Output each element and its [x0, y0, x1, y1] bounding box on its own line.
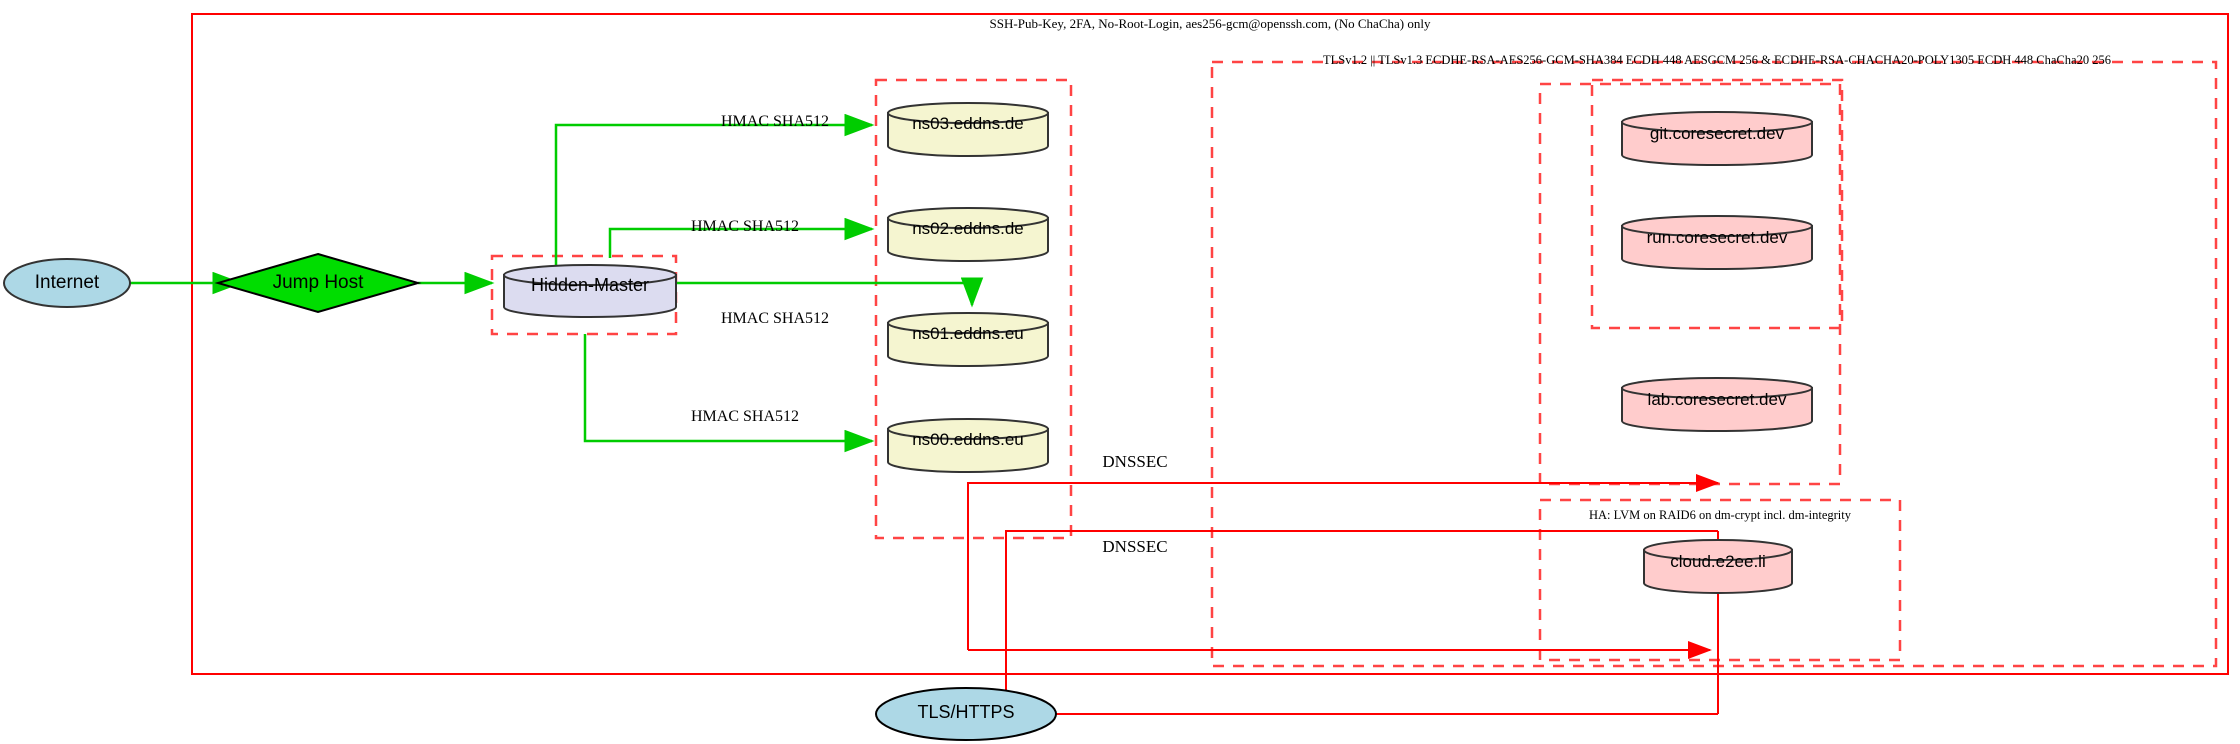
ha-cluster-label: HA: LVM on RAID6 on dm-crypt incl. dm-in… [1588, 508, 1851, 522]
ha-cluster-box [1538, 498, 1902, 662]
node-internet-label: Internet [34, 272, 100, 293]
node-ns03-label: ns03.eddns.de [912, 114, 1024, 133]
node-run-coresecret[interactable] [1621, 215, 1813, 270]
node-jump-host-label: Jump Host [272, 272, 364, 293]
node-hidden-master-label: Hidden-Master [530, 275, 650, 295]
edge-hm-ns02 [608, 217, 875, 258]
node-lab-coresecret-label: lab.coresecret.dev [1647, 390, 1787, 409]
node-ns02-label: ns02.eddns.de [912, 219, 1024, 238]
node-tls-https[interactable] [875, 687, 1057, 741]
node-git-coresecret[interactable] [1621, 111, 1813, 166]
edge-dnssec-2 [1005, 530, 1718, 532]
node-hidden-master[interactable] [503, 264, 677, 318]
edge-hm-ns01 [672, 277, 984, 308]
node-ns01[interactable] [887, 312, 1049, 367]
edge-hm-ns03 [554, 113, 875, 275]
node-cloud-e2ee-label: cloud.e2ee.li [1670, 552, 1766, 571]
edge-dnssec-1 [967, 482, 1710, 484]
tls-cluster-label: TLSv1.2 || TLSv1.3 ECDHE-RSA-AES256-GCM-… [1323, 53, 2111, 67]
edge-hm-ns00 [583, 334, 875, 453]
node-tls-https-label: TLS/HTTPS [917, 702, 1015, 722]
node-ns00[interactable] [887, 418, 1049, 473]
ssh-boundary-box [191, 13, 2229, 675]
node-ns03[interactable] [887, 102, 1049, 157]
node-internet[interactable] [3, 258, 131, 308]
tls-cluster-box [1210, 60, 2218, 668]
node-run-coresecret-label: run.coresecret.dev [1646, 228, 1788, 247]
dns-cluster-box [874, 78, 1073, 540]
node-git-coresecret-label: git.coresecret.dev [1649, 124, 1785, 143]
node-cloud-e2ee[interactable] [1643, 539, 1793, 594]
edge-label-hmac-ns02: HMAC SHA512 [690, 218, 799, 235]
edge-label-hmac-ns01: HMAC SHA512 [720, 310, 829, 327]
node-jump-host[interactable] [214, 252, 422, 314]
edge-label-hmac-ns03: HMAC SHA512 [720, 113, 829, 130]
node-ns01-label: ns01.eddns.eu [912, 324, 1024, 343]
edge-label-dnssec-2: DNSSEC [1102, 537, 1168, 556]
node-lab-coresecret[interactable] [1621, 377, 1813, 432]
ssh-boundary-label: SSH-Pub-Key, 2FA, No-Root-Login, aes256-… [989, 16, 1431, 31]
coresecret-cluster-box [1590, 78, 1844, 330]
edge-label-hmac-ns00: HMAC SHA512 [690, 408, 799, 425]
edge-label-dnssec-1: DNSSEC [1102, 452, 1168, 471]
node-ns02[interactable] [887, 207, 1049, 262]
node-ns00-label: ns00.eddns.eu [912, 430, 1024, 449]
